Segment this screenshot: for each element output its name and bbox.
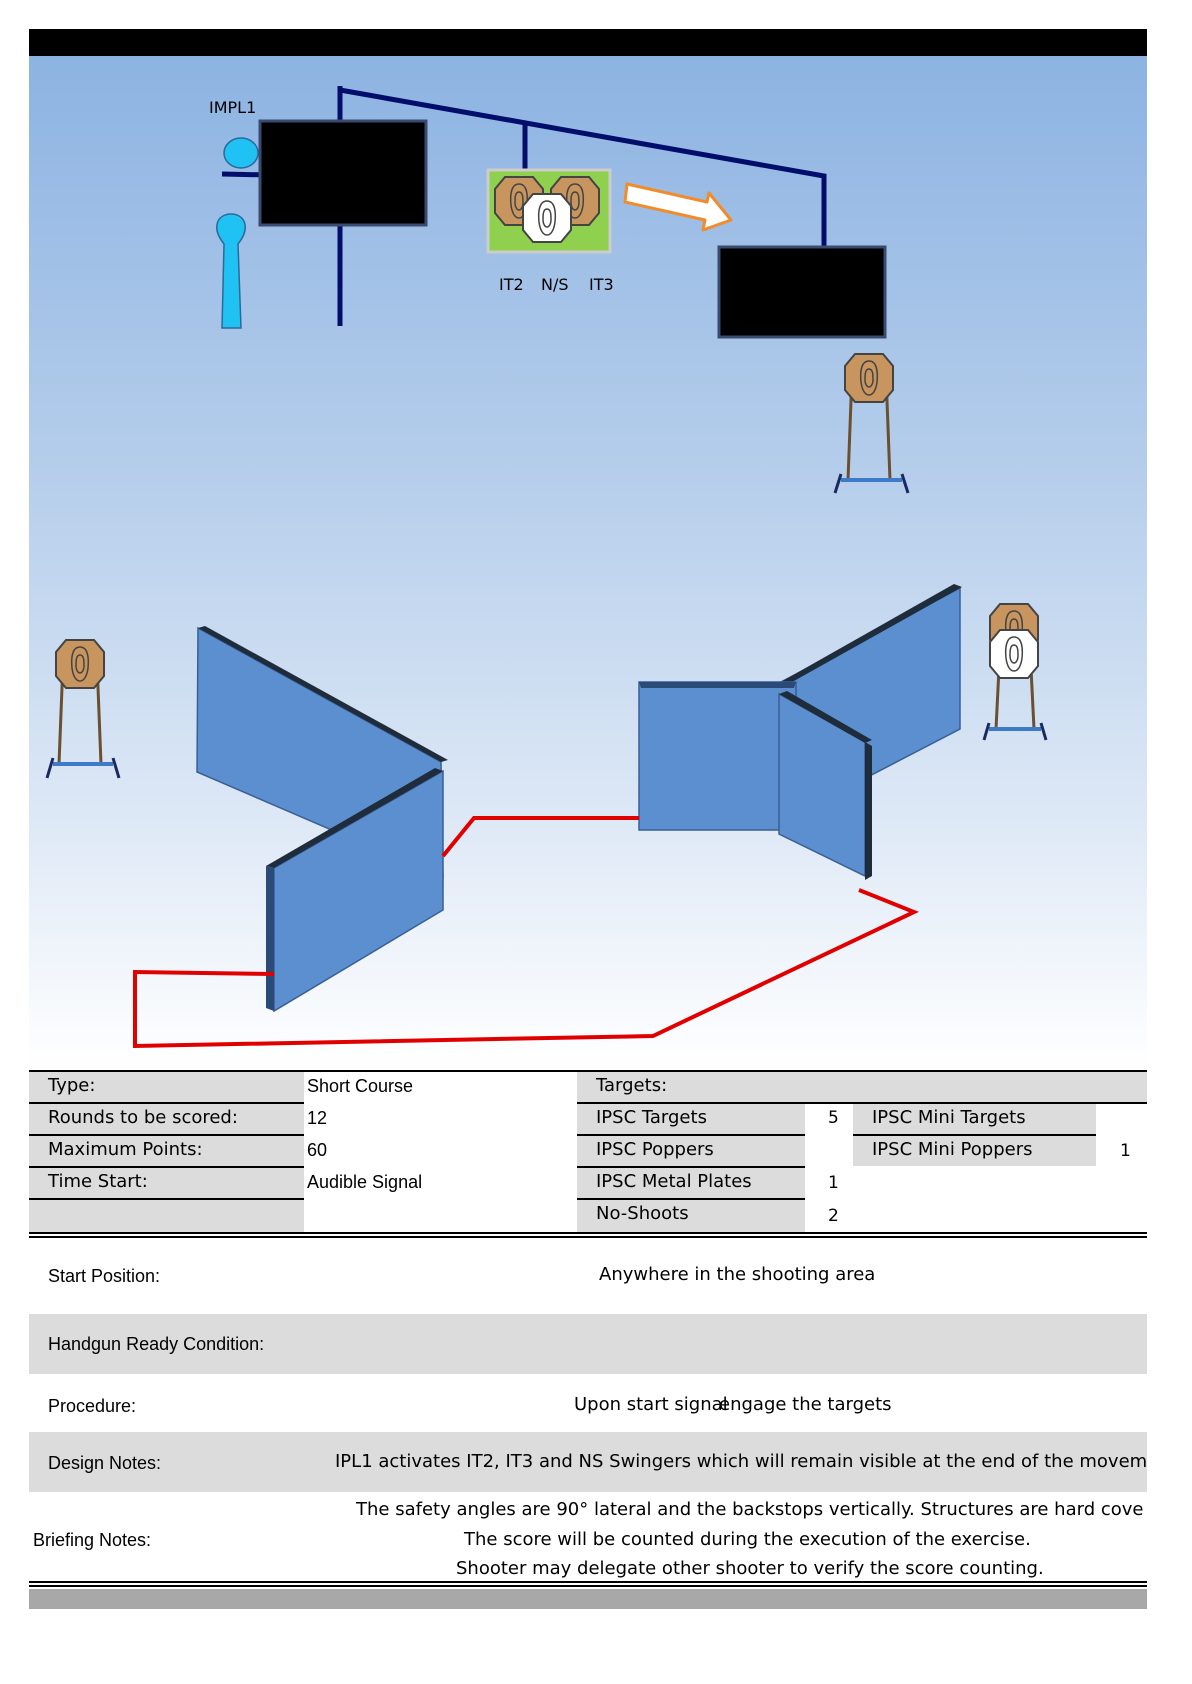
- design-notes-value: IPL1 activates IT2, IT3 and NS Swingers …: [335, 1451, 1147, 1472]
- max-points-label: Maximum Points:: [29, 1136, 304, 1166]
- movement-arrow-icon: [623, 182, 733, 232]
- procedure-label: Procedure:: [48, 1396, 137, 1416]
- design-notes-row: Design Notes: IPL1 activates IT2, IT3 an…: [29, 1432, 1147, 1492]
- ipsc-poppers-label: IPSC Poppers: [577, 1136, 805, 1166]
- ipsc-targets-value: 5: [828, 1108, 839, 1128]
- fault-line: [133, 816, 919, 1049]
- start-position-value: Anywhere in the shooting area: [599, 1264, 876, 1285]
- label-it3: IT3: [589, 275, 614, 294]
- no-shoots-value: 2: [828, 1206, 839, 1226]
- ipsc-metal-plates-value: 1: [828, 1173, 839, 1193]
- procedure-row: Procedure: Upon start signal engage the …: [29, 1374, 1147, 1432]
- label-it2: IT2: [499, 275, 524, 294]
- ipsc-mini-poppers-label: IPSC Mini Poppers: [853, 1136, 1096, 1166]
- ipsc-mini-targets-label: IPSC Mini Targets: [853, 1104, 1096, 1134]
- no-shoots-label: No-Shoots: [577, 1200, 805, 1232]
- stand-target-3: [982, 603, 1048, 741]
- briefing-notes-row: Briefing Notes: The safety angles are 90…: [29, 1492, 1147, 1580]
- label-ns: N/S: [541, 275, 569, 294]
- start-position-label: Start Position:: [48, 1266, 161, 1286]
- briefing-line-1: The safety angles are 90° lateral and th…: [356, 1499, 1144, 1520]
- stage-drawing: [45, 86, 1048, 1049]
- empty-label-cell: [29, 1200, 304, 1232]
- stage-diagram: IMPL1 IT2 N/S IT3: [29, 56, 1147, 1068]
- activator-plate-icon: [223, 137, 259, 169]
- rounds-value: 12: [307, 1108, 328, 1128]
- procedure-value-a: Upon start signal: [574, 1394, 728, 1415]
- ipsc-mini-poppers-value: 1: [1120, 1141, 1131, 1161]
- time-start-value: Audible Signal: [307, 1172, 423, 1192]
- ready-condition-row: Handgun Ready Condition:: [29, 1314, 1147, 1374]
- briefing-line-3: Shooter may delegate other shooter to ve…: [456, 1558, 1044, 1579]
- swinger-panel-right: [717, 245, 887, 339]
- stand-target-1: [833, 353, 910, 494]
- design-notes-label: Design Notes:: [48, 1453, 162, 1473]
- type-value: Short Course: [307, 1076, 414, 1096]
- targets-label: Targets:: [577, 1072, 1147, 1102]
- wall-structure-right: [638, 584, 962, 880]
- label-impl1: IMPL1: [209, 98, 257, 117]
- no-shoot-target: [522, 193, 572, 243]
- swinger-target-group: [486, 168, 612, 254]
- header-bar: [29, 29, 1147, 56]
- type-label: Type:: [29, 1072, 304, 1102]
- briefing-notes-label: Briefing Notes:: [33, 1530, 152, 1550]
- procedure-value-b: engage the targets: [719, 1394, 892, 1415]
- wall-structure-left: [196, 626, 448, 1013]
- max-points-value: 60: [307, 1140, 328, 1160]
- activator-popper-icon: [216, 213, 246, 329]
- ready-condition-label: Handgun Ready Condition:: [48, 1334, 265, 1354]
- briefing-line-2: The score will be counted during the exe…: [464, 1529, 1031, 1550]
- time-start-label: Time Start:: [29, 1168, 304, 1198]
- ipsc-metal-plates-label: IPSC Metal Plates: [577, 1168, 805, 1198]
- rounds-label: Rounds to be scored:: [29, 1104, 304, 1134]
- ipsc-targets-label: IPSC Targets: [577, 1104, 805, 1134]
- footer-bar: [29, 1589, 1147, 1609]
- swinger-panel-left: [258, 119, 428, 227]
- start-position-row: Start Position: Anywhere in the shooting…: [29, 1240, 1147, 1290]
- stand-target-2: [45, 639, 121, 779]
